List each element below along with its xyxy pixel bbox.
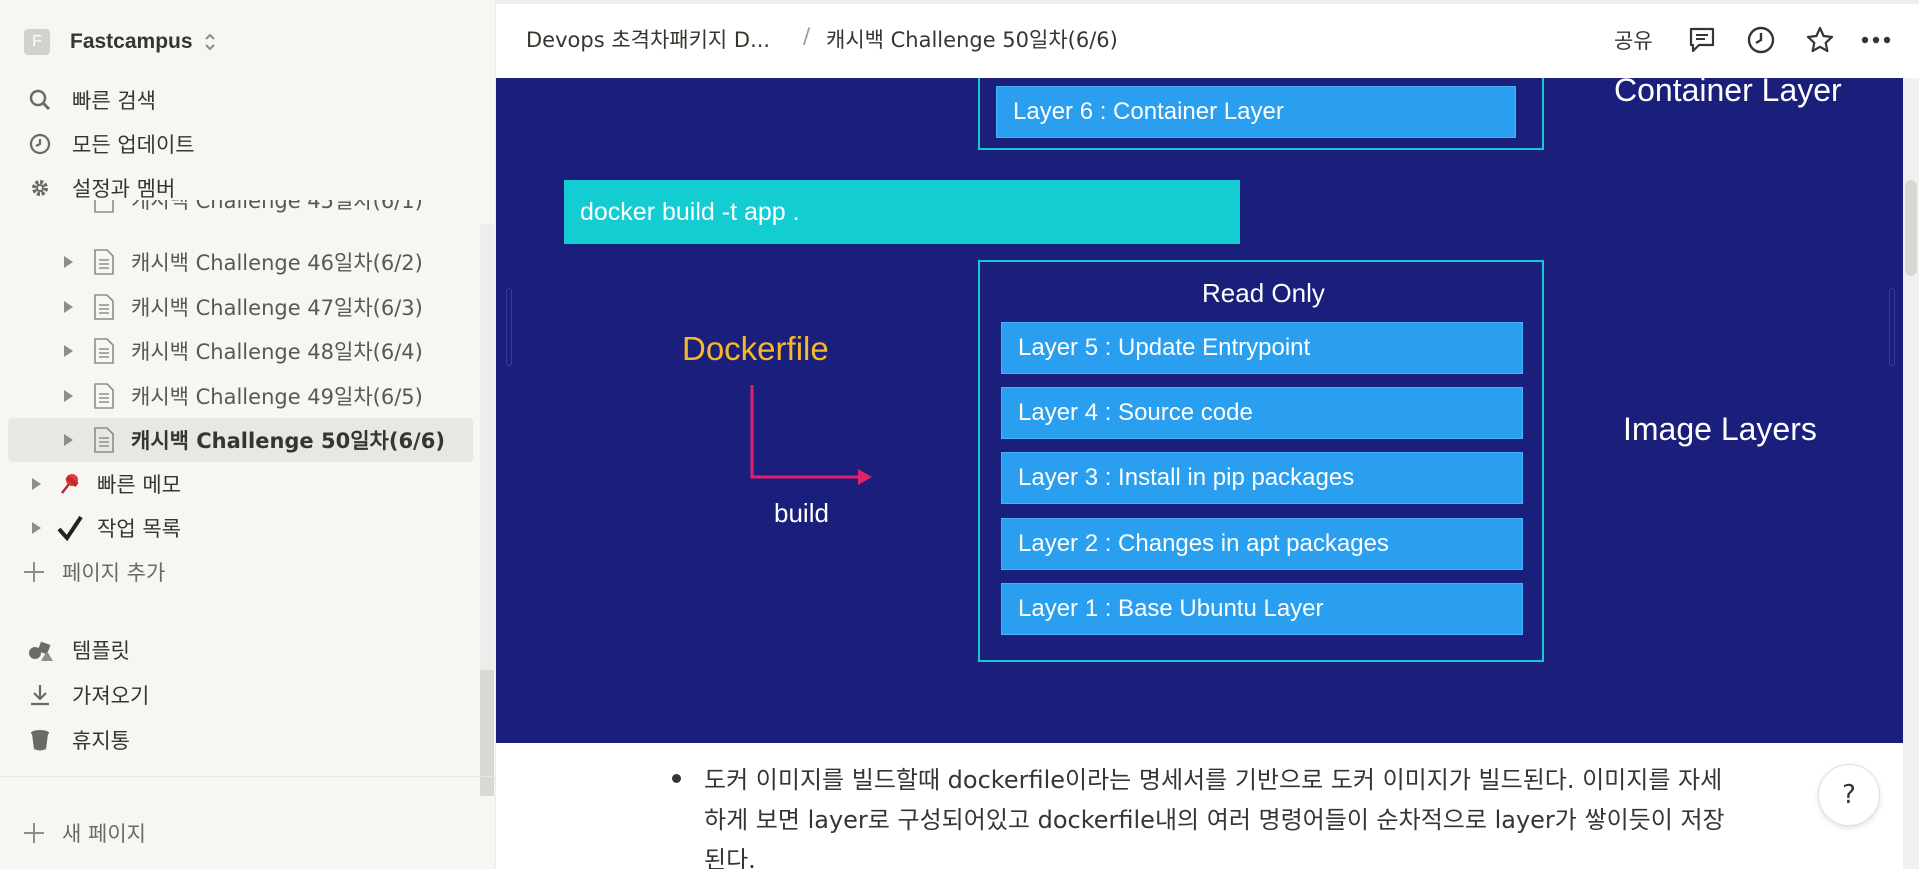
trash-icon (24, 724, 56, 756)
embedded-image-docker-layers: Layer 6 : Container Layer Container Laye… (496, 78, 1910, 743)
sidebar-page-item[interactable]: 캐시백 Challenge 46일차(6/2) (8, 240, 473, 284)
resize-handle-left[interactable] (506, 288, 512, 366)
clock-icon (24, 128, 56, 160)
sidebar-item-label: 캐시백 Challenge 47일차(6/3) (131, 296, 423, 320)
sidebar-item-import[interactable]: 가져오기 (24, 675, 149, 715)
sidebar-page-item[interactable]: 캐시백 Challenge 49일차(6/5) (8, 374, 473, 418)
sidebar-item-quick-memo[interactable]: 빠른 메모 (8, 462, 473, 506)
read-only-box (978, 260, 1544, 662)
breadcrumb-current[interactable]: 캐시백 Challenge 50일차(6/6) (826, 28, 1118, 52)
bullet-point (672, 774, 681, 783)
layer-box: Layer 5 : Update Entrypoint (1001, 322, 1523, 374)
comment-icon[interactable] (1686, 24, 1718, 56)
page-icon (94, 249, 114, 275)
sidebar-item-label: 빠른 검색 (72, 89, 156, 113)
expand-triangle-icon[interactable] (32, 522, 41, 534)
build-arrow-icon (750, 385, 872, 485)
add-page-button[interactable]: 페이지 추가 (18, 552, 165, 592)
history-icon[interactable] (1745, 24, 1777, 56)
page-icon (94, 383, 114, 409)
expand-triangle-icon[interactable] (64, 301, 73, 313)
page-icon (94, 294, 114, 320)
sidebar-item-label: 가져오기 (72, 684, 150, 708)
sidebar-page-item[interactable]: 캐시백 Challenge 48일차(6/4) (8, 329, 473, 373)
sidebar-item-quick-search[interactable]: 빠른 검색 (24, 80, 156, 120)
sidebar-item-label: 캐시백 Challenge 49일차(6/5) (131, 385, 423, 409)
sidebar-item-label: 휴지통 (72, 729, 130, 753)
sidebar-item-label: 모든 업데이트 (72, 133, 195, 157)
sidebar-item-templates[interactable]: 템플릿 (24, 630, 130, 670)
template-icon (24, 634, 56, 666)
breadcrumb-parent[interactable]: Devops 초격차패키지 D... (526, 28, 771, 52)
sidebar-item-label: 빠른 메모 (97, 473, 181, 497)
bullet-paragraph[interactable]: 도커 이미지를 빌드할때 dockerfile이라는 명세서를 기반으로 도커 … (704, 766, 1725, 869)
page-icon (94, 338, 114, 364)
pushpin-icon (55, 469, 85, 499)
new-page-button[interactable]: 새 페이지 (18, 813, 146, 853)
build-label: build (774, 498, 829, 528)
workspace-name: Fastcampus (70, 30, 193, 53)
sidebar-item-label: 설정과 멤버 (72, 177, 176, 201)
search-icon (24, 84, 56, 116)
sidebar: F Fastcampus 빠른 검색 모든 업데이트 설정과 멤버 캐시백 Ch… (0, 0, 496, 869)
sidebar-item-trash[interactable]: 휴지통 (24, 720, 130, 760)
expand-triangle-icon[interactable] (64, 434, 73, 446)
sidebar-item-all-updates[interactable]: 모든 업데이트 (24, 124, 195, 164)
sidebar-scrollbar-track[interactable] (480, 224, 494, 796)
layer-box: Layer 3 : Install in pip packages (1001, 452, 1523, 504)
import-icon (24, 679, 56, 711)
sidebar-page-item-active[interactable]: 캐시백 Challenge 50일차(6/6) (8, 418, 473, 462)
gear-icon (24, 172, 56, 204)
sidebar-item-settings[interactable]: 설정과 멤버 (24, 168, 175, 208)
more-options-icon[interactable] (1860, 24, 1892, 56)
workspace-avatar: F (24, 29, 50, 55)
breadcrumb-separator: / (803, 24, 811, 48)
chevron-updown-icon (204, 33, 215, 51)
sidebar-scrollbar-thumb[interactable] (480, 670, 494, 796)
sidebar-item-label: 작업 목록 (97, 517, 181, 541)
divider (0, 776, 495, 777)
sidebar-page-item[interactable]: 캐시백 Challenge 45일차(6/1) (8, 200, 473, 230)
main-scrollbar-track[interactable] (1903, 78, 1919, 869)
plus-icon (18, 817, 50, 849)
container-layer-title: Container Layer (1614, 78, 1842, 108)
expand-triangle-icon[interactable] (32, 478, 41, 490)
share-button[interactable]: 공유 (1614, 29, 1653, 53)
resize-handle-right[interactable] (1889, 288, 1895, 366)
workspace-switcher[interactable]: F Fastcampus (24, 26, 217, 58)
image-layers-title: Image Layers (1623, 411, 1817, 447)
sidebar-item-task-list[interactable]: 작업 목록 (8, 506, 473, 550)
topbar (496, 0, 1919, 78)
docker-build-command: docker build -t app . (564, 180, 1240, 244)
star-icon[interactable] (1804, 24, 1836, 56)
read-only-label: Read Only (1202, 278, 1325, 308)
dockerfile-label: Dockerfile (682, 330, 829, 367)
expand-triangle-icon[interactable] (64, 345, 73, 357)
sidebar-item-label: 캐시백 Challenge 48일차(6/4) (131, 340, 423, 364)
layer-box: Layer 4 : Source code (1001, 387, 1523, 439)
page-icon (94, 427, 114, 453)
container-layer-box (978, 78, 1544, 150)
sidebar-item-label: 캐시백 Challenge 50일차(6/6) (131, 429, 445, 453)
layer-box: Layer 2 : Changes in apt packages (1001, 518, 1523, 570)
main-scrollbar-thumb[interactable] (1905, 180, 1917, 276)
sidebar-item-label: 템플릿 (72, 639, 130, 663)
help-button[interactable]: ? (1818, 764, 1880, 826)
page-icon (94, 200, 114, 213)
expand-triangle-icon[interactable] (64, 390, 73, 402)
plus-icon (18, 556, 50, 588)
expand-triangle-icon[interactable] (64, 256, 73, 268)
checkmark-icon (55, 513, 85, 543)
layer-box: Layer 1 : Base Ubuntu Layer (1001, 583, 1523, 635)
layer-box: Layer 6 : Container Layer (996, 86, 1516, 138)
sidebar-item-label: 캐시백 Challenge 46일차(6/2) (131, 251, 423, 275)
sidebar-page-item[interactable]: 캐시백 Challenge 47일차(6/3) (8, 285, 473, 329)
